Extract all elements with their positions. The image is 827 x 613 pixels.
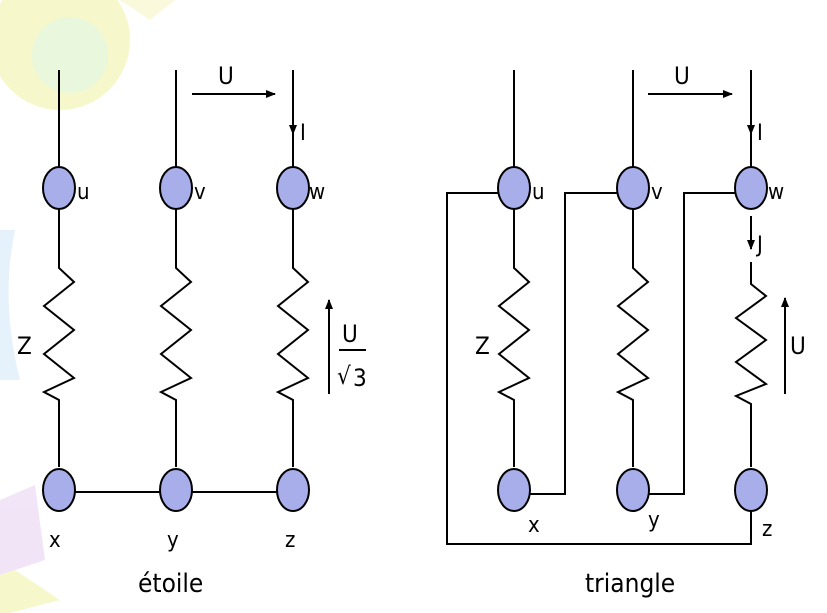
delta-node-z bbox=[734, 468, 768, 512]
star-node-z bbox=[276, 468, 310, 512]
star-impedance-1 bbox=[41, 209, 76, 467]
delta-node-y bbox=[616, 468, 650, 512]
star-phase-voltage-denominator: 3 bbox=[353, 364, 367, 392]
delta-circuit: U I J u v w Z U x y z triangle bbox=[446, 62, 806, 599]
star-impedance-label: Z bbox=[17, 332, 32, 360]
delta-node-w bbox=[734, 166, 768, 210]
delta-caption: triangle bbox=[585, 569, 675, 599]
star-circuit: U I u v w Z U √ 3 x y z étoile bbox=[17, 62, 367, 599]
star-terminal-u: u bbox=[77, 180, 90, 205]
star-sqrt-symbol: √ bbox=[337, 362, 351, 390]
star-terminal-w: w bbox=[309, 180, 325, 205]
delta-terminal-x: x bbox=[528, 513, 540, 538]
star-terminal-y: y bbox=[167, 528, 179, 553]
delta-impedance-1 bbox=[496, 209, 531, 467]
delta-impedance-3 bbox=[733, 262, 769, 467]
delta-phase-voltage-label: U bbox=[790, 332, 806, 360]
star-terminal-v: v bbox=[194, 180, 206, 205]
star-node-v bbox=[159, 166, 193, 210]
delta-phase-current-label: J bbox=[755, 233, 763, 258]
delta-terminal-y: y bbox=[648, 508, 660, 533]
star-voltage-label: U bbox=[218, 62, 234, 90]
star-impedance-2 bbox=[158, 209, 193, 467]
delta-link-w-y bbox=[649, 192, 735, 495]
delta-terminal-v: v bbox=[651, 180, 663, 205]
star-node-u bbox=[42, 166, 76, 210]
delta-terminal-u: u bbox=[532, 180, 545, 205]
delta-node-x bbox=[497, 468, 531, 512]
delta-impedance-label: Z bbox=[475, 332, 490, 360]
star-terminal-x: x bbox=[49, 528, 61, 553]
delta-current-label: I bbox=[757, 121, 763, 146]
delta-link-u-z bbox=[446, 192, 752, 545]
delta-node-v bbox=[616, 166, 650, 210]
star-impedance-3 bbox=[275, 209, 310, 467]
background-watermark bbox=[0, 0, 175, 613]
star-caption: étoile bbox=[138, 569, 203, 599]
delta-node-u bbox=[497, 166, 531, 210]
delta-terminal-z: z bbox=[762, 517, 772, 542]
delta-link-v-x bbox=[530, 192, 617, 495]
delta-voltage-label: U bbox=[674, 62, 690, 90]
star-terminal-z: z bbox=[285, 528, 295, 553]
star-node-x bbox=[42, 468, 76, 512]
delta-impedance-2 bbox=[615, 209, 650, 467]
delta-terminal-w: w bbox=[768, 180, 784, 205]
star-current-label: I bbox=[300, 121, 306, 146]
star-node-w bbox=[276, 166, 310, 210]
star-node-y bbox=[159, 468, 193, 512]
star-phase-voltage-numerator: U bbox=[342, 320, 358, 348]
